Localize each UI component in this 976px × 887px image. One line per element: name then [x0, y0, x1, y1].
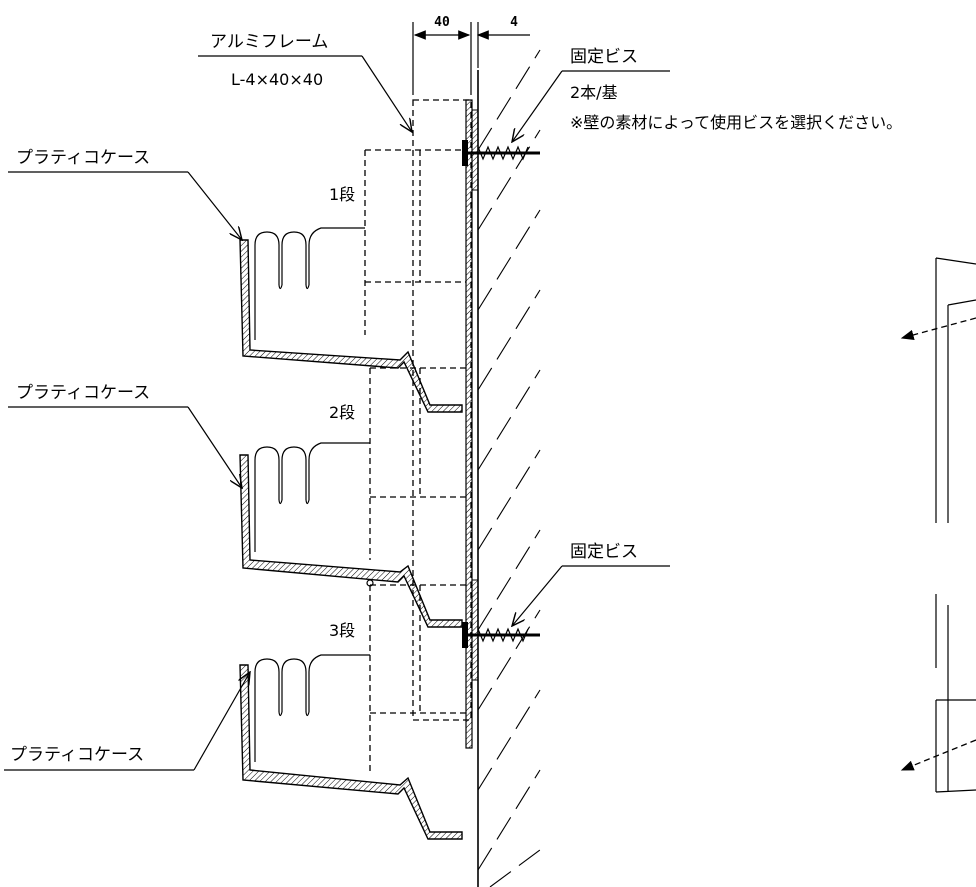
aluminum-frame — [412, 99, 479, 749]
screw-top — [462, 140, 540, 166]
label-case-2: プラティコケース — [8, 383, 242, 488]
side-view-arrow-top — [900, 317, 976, 340]
label-case-3: プラティコケース — [4, 672, 250, 771]
tier-2-label: 2段 — [329, 403, 355, 422]
case-tier-3 — [239, 579, 466, 840]
case-1-text: プラティコケース — [16, 148, 150, 168]
label-screw-top: 固定ビス 2本/基 ※壁の素材によって使用ビスを選択ください。 — [512, 47, 902, 142]
frame-name-text: アルミフレーム — [210, 32, 328, 52]
frame-outline — [412, 99, 472, 721]
case-3-shell — [239, 664, 463, 840]
case-tier-2 — [239, 367, 466, 628]
case-tier-1 — [239, 149, 466, 413]
screw-qty-text: 2本/基 — [570, 83, 618, 102]
screw-top-text: 固定ビス — [570, 47, 638, 67]
dimension-frame-width: 40 — [412, 15, 472, 95]
wall — [477, 49, 541, 887]
dim-thickness-text: 4 — [510, 15, 518, 30]
screw-note-text: ※壁の素材によって使用ビスを選択ください。 — [570, 113, 902, 132]
label-case-1: プラティコケース — [8, 148, 242, 240]
tier-3-label: 3段 — [329, 621, 355, 640]
dimension-thickness: 4 — [476, 15, 530, 68]
frame-spec-text: L-4×40×40 — [231, 70, 323, 89]
case-3-text: プラティコケース — [10, 745, 144, 765]
side-view-partial — [900, 257, 976, 793]
bracket-top — [471, 109, 479, 191]
wall-hatching — [477, 49, 541, 887]
bracket-bottom — [471, 579, 479, 681]
label-screw-bottom: 固定ビス — [512, 542, 670, 626]
pivot-point — [366, 579, 374, 587]
screw-bottom — [462, 622, 540, 648]
side-view-arrow-bottom — [900, 739, 976, 771]
label-aluminum-frame: アルミフレーム L-4×40×40 — [198, 32, 412, 132]
frame-plate — [465, 99, 473, 749]
case-1-shell — [239, 239, 463, 413]
dim-frame-width-text: 40 — [434, 15, 450, 30]
screw-bottom-text: 固定ビス — [570, 542, 638, 562]
case-2-text: プラティコケース — [16, 383, 150, 403]
case-2-shell — [239, 454, 463, 628]
tier-1-label: 1段 — [329, 185, 355, 204]
